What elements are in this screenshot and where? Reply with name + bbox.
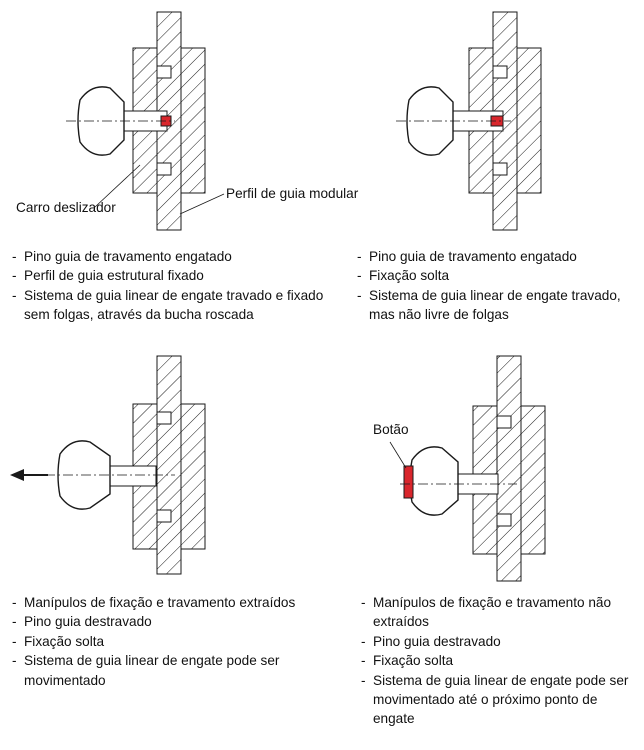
button-highlight [403,465,414,499]
modular-guide-profile [496,355,522,582]
caption-item: Sistema de guia linear de engate travado… [12,286,342,325]
caption-item: Fixação solta [361,651,641,671]
profile-strip [180,403,206,550]
caption-item: Perfil de guia estrutural fixado [12,266,342,286]
leader-profile [179,193,225,215]
caption-item: Sistema de guia linear de engate pode se… [12,651,342,690]
caption-item: Pino guia destravado [12,612,342,632]
threaded-bushing-bottom [492,162,508,176]
caption-item: Pino guia destravado [361,632,641,652]
button-label: Botão [373,422,409,437]
caption-item: Sistema de guia linear de engate travado… [357,286,637,325]
carriage-label: Carro deslizador [16,200,116,215]
panel-2-caption: Pino guia de travamento engatado Fixação… [357,247,637,325]
threaded-bushing-top [492,65,508,79]
pull-arrow-head [10,469,24,481]
profile-strip [520,405,546,555]
caption-item: Pino guia de travamento engatado [357,247,637,267]
leader-button [389,441,407,469]
threaded-bushing-top [156,65,172,79]
caption-item: Manípulos de fixação e travamento não ex… [361,593,641,632]
panel-4-diagram [389,355,546,582]
profile-label: Perfil de guia modular [226,186,359,201]
profile-strip [516,47,542,194]
knob [406,86,454,156]
caption-item: Pino guia de travamento engatado [12,247,342,267]
caption-item: Manípulos de fixação e travamento extraí… [12,593,342,613]
caption-item: Sistema de guia linear de engate pode se… [361,671,641,729]
knob [77,86,125,156]
threaded-bushing-bottom [496,513,512,527]
knob [409,446,459,516]
threaded-bushing-top [496,415,512,429]
panel-3-diagram [10,355,206,575]
panel-1-caption: Pino guia de travamento engatado Perfil … [12,247,342,325]
profile-strip [180,47,206,194]
locking-pin [109,465,157,487]
caption-item: Fixação solta [12,632,342,652]
panel-4-caption: Manípulos de fixação e travamento não ex… [361,593,641,729]
caption-item: Fixação solta [357,266,637,286]
threaded-bushing-bottom [156,509,172,523]
panel-1-diagram [66,11,225,231]
modular-guide-profile [156,355,182,575]
panel-3-caption: Manípulos de fixação e travamento extraí… [12,593,342,690]
threaded-bushing-bottom [156,162,172,176]
leader-carriage [94,164,141,208]
threaded-bushing-top [156,411,172,425]
panel-2-diagram [396,11,542,231]
